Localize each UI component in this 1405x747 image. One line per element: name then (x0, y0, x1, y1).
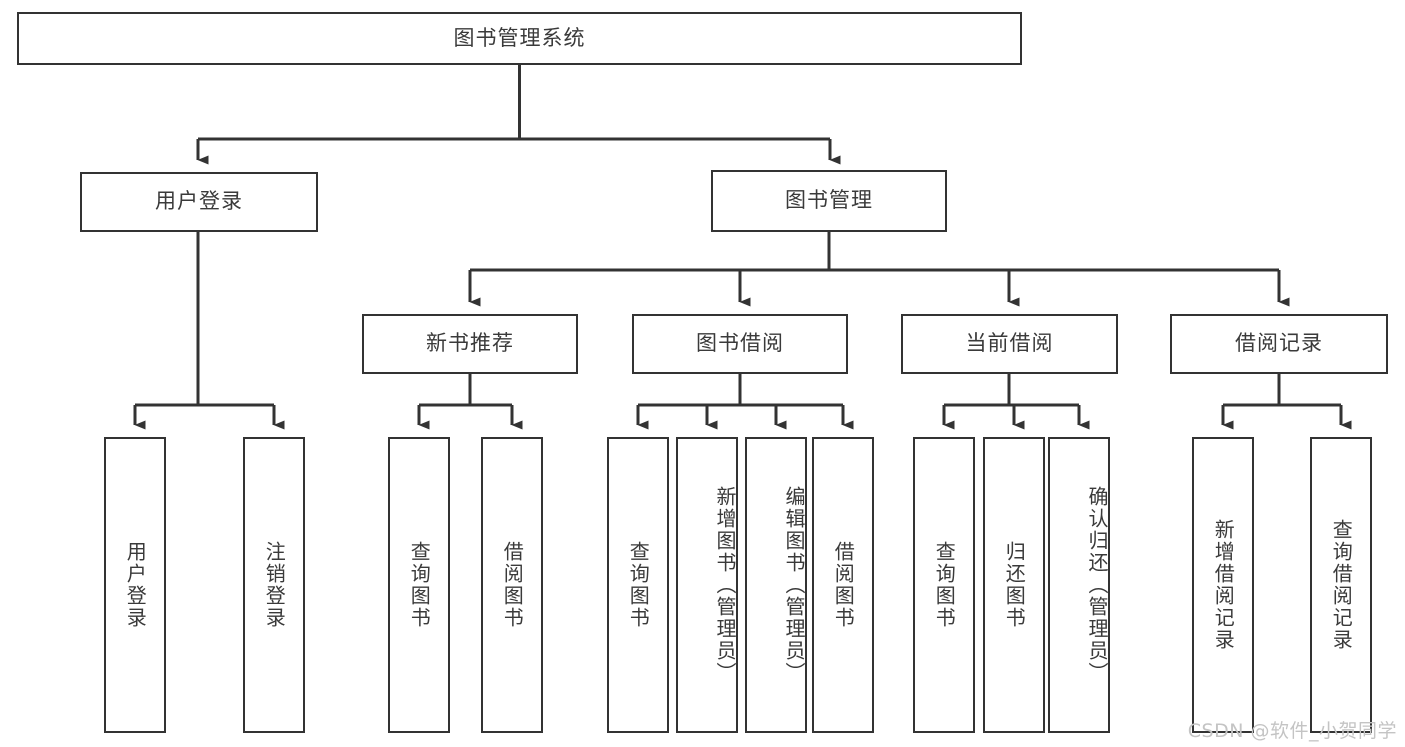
node-leaf-query-book-2-label: 查询图书 (626, 541, 651, 629)
node-current-borrow[interactable]: 当前借阅 (901, 314, 1118, 374)
node-leaf-return-book-label: 归还图书 (1002, 541, 1027, 629)
node-leaf-query-record[interactable]: 查询借阅记录 (1310, 437, 1372, 733)
node-current-borrow-label: 当前借阅 (965, 331, 1054, 356)
node-borrow-record-label: 借阅记录 (1235, 331, 1323, 356)
node-leaf-add-book[interactable]: 新增图书（管理员） (676, 437, 738, 733)
node-user-login-label: 用户登录 (155, 189, 243, 214)
node-leaf-borrow-book-1[interactable]: 借阅图书 (481, 437, 543, 733)
node-book-manage[interactable]: 图书管理 (711, 170, 947, 232)
node-root[interactable]: 图书管理系统 (17, 12, 1022, 65)
node-leaf-borrow-book-1-label: 借阅图书 (500, 541, 525, 629)
node-user-login[interactable]: 用户登录 (80, 172, 318, 232)
node-leaf-query-book-1-label: 查询图书 (407, 541, 432, 629)
node-leaf-query-book-3[interactable]: 查询图书 (913, 437, 975, 733)
node-leaf-edit-book-label: 编辑图书（管理员） (782, 486, 806, 684)
node-leaf-user-logout[interactable]: 注销登录 (243, 437, 305, 733)
node-leaf-edit-book[interactable]: 编辑图书（管理员） (745, 437, 807, 733)
node-leaf-borrow-book-2[interactable]: 借阅图书 (812, 437, 874, 733)
node-leaf-borrow-book-2-label: 借阅图书 (831, 541, 856, 629)
node-book-manage-label: 图书管理 (785, 188, 873, 213)
node-leaf-user-login-label: 用户登录 (123, 541, 148, 629)
node-leaf-query-book-2[interactable]: 查询图书 (607, 437, 669, 733)
node-leaf-add-record[interactable]: 新增借阅记录 (1192, 437, 1254, 733)
csdn-watermark: CSDN @软件_小贺同学 (1187, 720, 1397, 742)
node-borrow-record[interactable]: 借阅记录 (1170, 314, 1388, 374)
node-leaf-add-book-label: 新增图书（管理员） (713, 486, 737, 684)
node-book-borrow[interactable]: 图书借阅 (632, 314, 848, 374)
node-leaf-user-logout-label: 注销登录 (262, 541, 287, 629)
node-new-book-recommend-label: 新书推荐 (426, 331, 514, 356)
node-leaf-return-book[interactable]: 归还图书 (983, 437, 1045, 733)
node-leaf-query-book-3-label: 查询图书 (932, 541, 957, 629)
node-root-label: 图书管理系统 (453, 25, 586, 50)
node-leaf-query-record-label: 查询借阅记录 (1329, 519, 1354, 651)
node-leaf-add-record-label: 新增借阅记录 (1211, 519, 1236, 651)
node-leaf-confirm-return[interactable]: 确认归还（管理员） (1048, 437, 1110, 733)
node-leaf-query-book-1[interactable]: 查询图书 (388, 437, 450, 733)
node-new-book-recommend[interactable]: 新书推荐 (362, 314, 578, 374)
node-leaf-confirm-return-label: 确认归还（管理员） (1085, 486, 1109, 684)
node-book-borrow-label: 图书借阅 (696, 331, 784, 356)
node-leaf-user-login[interactable]: 用户登录 (104, 437, 166, 733)
